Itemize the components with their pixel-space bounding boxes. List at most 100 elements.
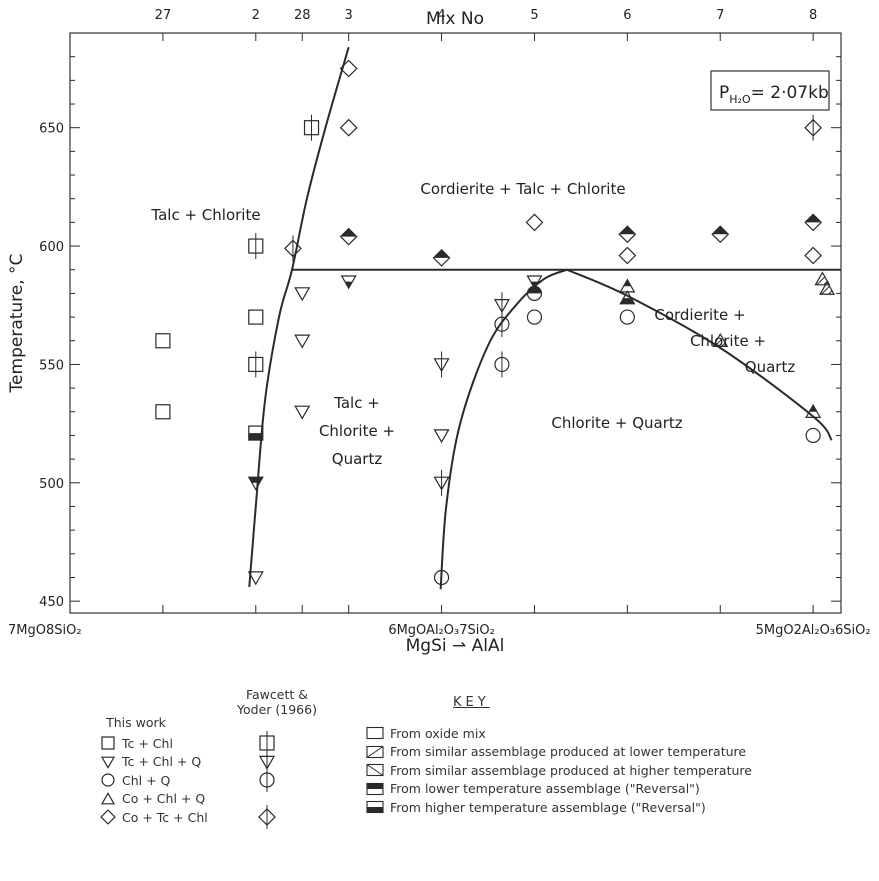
triangle-up-icon — [100, 791, 116, 804]
data-point-triangle-up — [805, 403, 822, 418]
top-tick-label: 3 — [345, 8, 353, 23]
fy-diamond-icon — [258, 805, 276, 829]
data-point-triangle-down — [340, 275, 357, 290]
boundary-line — [439, 268, 568, 590]
legend-fy-header-1: Fawcett & — [245, 687, 308, 702]
top-tick-label: 28 — [294, 8, 311, 23]
plot-frame — [69, 32, 842, 614]
data-point-square — [248, 351, 264, 378]
key-title: KEY — [453, 695, 490, 710]
boundary-line — [248, 46, 350, 588]
key-label: From oxide mix — [390, 725, 486, 741]
pressure-subscript: H₂O — [729, 93, 751, 106]
data-point-diamond — [432, 248, 451, 267]
boundary-line — [566, 268, 833, 441]
data-point-triangle-down — [294, 405, 311, 420]
legend-label: Co + Tc + Chl — [122, 809, 208, 825]
key-label: From similar assemblage produced at lowe… — [390, 744, 747, 759]
key-item: From similar assemblage produced at lowe… — [366, 743, 746, 761]
region-talc-chlorite-quartz-3: Quartz — [332, 450, 383, 468]
data-point-square — [248, 233, 264, 260]
legend-label: Tc + Chl + Q — [122, 754, 202, 769]
data-point-triangle-up — [619, 290, 636, 305]
data-point-circle — [433, 569, 450, 586]
data-point-diamond — [284, 235, 302, 262]
key-item: From higher temperature assemblage ("Rev… — [366, 798, 706, 816]
key-swatch-icon — [366, 763, 384, 777]
diamond-icon — [100, 809, 116, 825]
data-point-square — [248, 309, 264, 325]
data-point-triangle-down — [526, 275, 543, 290]
data-point-diamond — [618, 225, 637, 244]
phase-diagram: 450 500 550 600 650 27 2 28 3 4 5 6 7 8 7MgO8SiO₂ 6MgOA… — [7, 8, 871, 656]
data-point-circle — [526, 285, 543, 302]
top-tick-label: 8 — [809, 8, 817, 23]
bottom-tick-label: 7MgO8SiO₂ — [8, 623, 82, 638]
pressure-label-box: PH₂O= 2·07kb — [710, 70, 830, 111]
data-point-diamond — [618, 246, 637, 265]
data-point-diamond — [339, 59, 358, 78]
legend-label: Chl + Q — [122, 772, 171, 788]
region-talc-chlorite: Talc + Chlorite — [150, 206, 260, 224]
key-item: From oxide mix — [366, 724, 486, 742]
data-point-diamond — [711, 225, 730, 244]
legend-label: Tc + Chl — [122, 735, 173, 751]
region-talc-chlorite-quartz-2: Chlorite + — [319, 422, 395, 440]
region-chlorite-quartz: Chlorite + Quartz — [551, 414, 682, 432]
data-point-diamond — [804, 246, 823, 265]
data-point-circle — [494, 311, 510, 338]
bottom-axis-title: MgSi ⇀ AlAl — [406, 636, 505, 656]
data-point-triangle-down — [247, 571, 264, 586]
key-label: From similar assemblage produced at high… — [390, 762, 752, 778]
data-point-triangle-down — [294, 334, 311, 349]
data-point-diamond — [525, 213, 544, 232]
data-point-triangle-down — [247, 476, 264, 491]
top-tick-label: 7 — [716, 8, 724, 23]
data-point-diamond — [339, 227, 358, 246]
key-swatch-icon — [366, 726, 384, 740]
square-icon — [101, 736, 115, 750]
data-point-diamond — [804, 213, 823, 232]
legend-item-triangle-down: Tc + Chl + Q — [100, 753, 201, 771]
y-axis-title: Temperature, °C — [7, 254, 27, 394]
y-tick-label: 500 — [39, 477, 64, 492]
y-tick-label: 550 — [39, 358, 64, 373]
bottom-tick-label: 6MgOAl₂O₃7SiO₂ — [388, 623, 494, 638]
data-point-circle — [494, 351, 510, 378]
data-point-triangle-up — [819, 280, 836, 295]
data-point-triangle-down — [433, 469, 450, 496]
data-point-diamond — [339, 118, 358, 137]
phase-boundaries — [248, 46, 841, 590]
y-tick-label: 650 — [39, 122, 64, 137]
region-talc-chlorite-quartz-1: Talc + — [333, 394, 380, 412]
pressure-symbol: P — [719, 83, 729, 103]
data-point-square — [155, 404, 171, 420]
data-point-diamond — [804, 114, 823, 141]
key-swatch-icon — [366, 745, 384, 758]
region-cordierite-chlorite-quartz-1: Cordierite + — [654, 306, 745, 324]
pressure-value: = 2·07kb — [751, 83, 829, 103]
triangle-down-icon — [100, 756, 116, 769]
data-point-circle — [619, 309, 635, 325]
data-point-triangle-up — [619, 278, 636, 293]
data-point-square — [303, 114, 320, 141]
y-tick-label: 600 — [39, 240, 64, 255]
key-swatch-icon — [366, 782, 384, 795]
region-cordierite-chlorite-quartz-3: Quartz — [745, 358, 796, 376]
top-tick-label: 2 — [252, 8, 260, 23]
key-swatch-icon — [366, 800, 384, 814]
legend-item-square: Tc + Chl — [100, 734, 173, 752]
key-item: From lower temperature assemblage ("Reve… — [366, 780, 700, 798]
key-label: From lower temperature assemblage ("Reve… — [390, 781, 700, 796]
top-tick-label: 4 — [437, 8, 445, 23]
top-tick-label: 5 — [530, 8, 538, 23]
y-tick-label: 450 — [39, 595, 64, 610]
top-tick-label: 27 — [155, 8, 172, 23]
region-cordierite-chlorite-quartz-2: Chlorite + — [690, 332, 766, 350]
region-labels: Talc + Chlorite Cordierite + Talc + Chlo… — [150, 180, 795, 468]
top-tick-label: 6 — [623, 8, 631, 23]
key-label: From higher temperature assemblage ("Rev… — [390, 799, 706, 815]
legend-item-circle: Chl + Q — [100, 771, 170, 789]
axis-ticks: 450 500 550 600 650 27 2 28 3 4 5 6 7 8 7MgO8SiO₂ 6MgOA… — [8, 8, 871, 638]
data-point-square — [248, 425, 264, 441]
